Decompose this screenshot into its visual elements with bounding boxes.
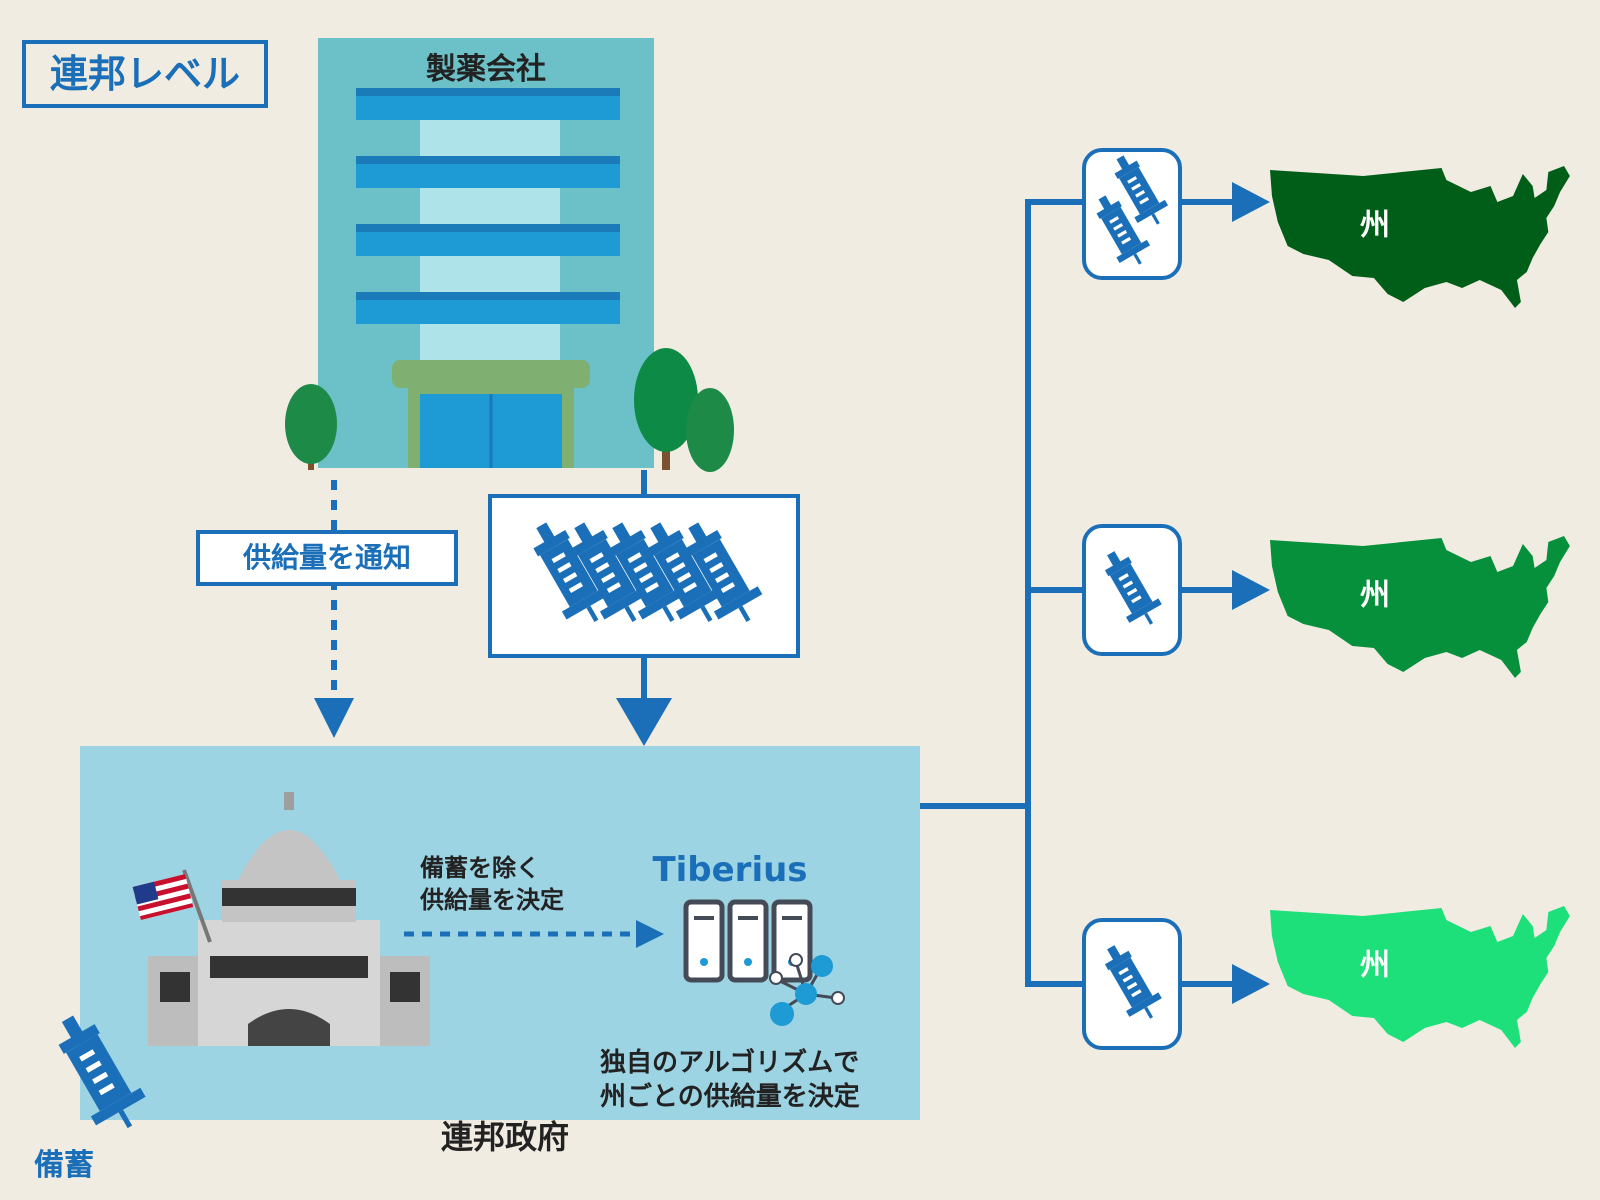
decide-line-1: 備蓄を除く: [420, 854, 540, 882]
supply-arrow: [616, 470, 672, 746]
government-label: 連邦政府: [440, 1118, 569, 1156]
tiberius-label: Tiberius: [652, 850, 808, 890]
capitol-icon: [148, 792, 430, 1046]
state-map-3: [1270, 906, 1570, 1048]
algorithm-line-2: 州ごとの供給量を決定: [600, 1082, 860, 1112]
decide-line-2: 供給量を決定: [420, 886, 564, 914]
level-title: 連邦レベル: [22, 40, 268, 108]
stockpile-label: 備蓄: [34, 1148, 94, 1183]
tree-right: [634, 348, 734, 472]
state-map-2: [1270, 536, 1570, 678]
decide-label: 備蓄を除く 供給量を決定: [420, 852, 564, 916]
pharma-building: [318, 38, 654, 468]
state-label-3: 州: [1360, 948, 1390, 983]
vaccine-batch-box: [488, 494, 800, 658]
decide-arrow: [404, 920, 664, 948]
allocation-box-large: [1082, 148, 1182, 280]
pharma-label: 製薬会社: [426, 52, 546, 87]
notify-label: 供給量を通知: [196, 530, 458, 586]
state-label-2: 州: [1360, 578, 1390, 613]
notify-arrow: [314, 480, 354, 738]
distribution-lines: [920, 182, 1270, 1004]
tiberius-server-icon: [683, 899, 813, 983]
network-icon: [769, 953, 845, 1026]
allocation-box-medium: [1082, 524, 1182, 656]
state-map-1: [1270, 166, 1570, 308]
state-label-1: 州: [1360, 208, 1390, 243]
tree-left: [285, 384, 337, 470]
us-flag-icon: [132, 873, 194, 921]
algorithm-line-1: 独自のアルゴリズムで: [600, 1048, 860, 1078]
algorithm-label: 独自のアルゴリズムで 州ごとの供給量を決定: [600, 1046, 860, 1114]
allocation-box-small: [1082, 918, 1182, 1050]
